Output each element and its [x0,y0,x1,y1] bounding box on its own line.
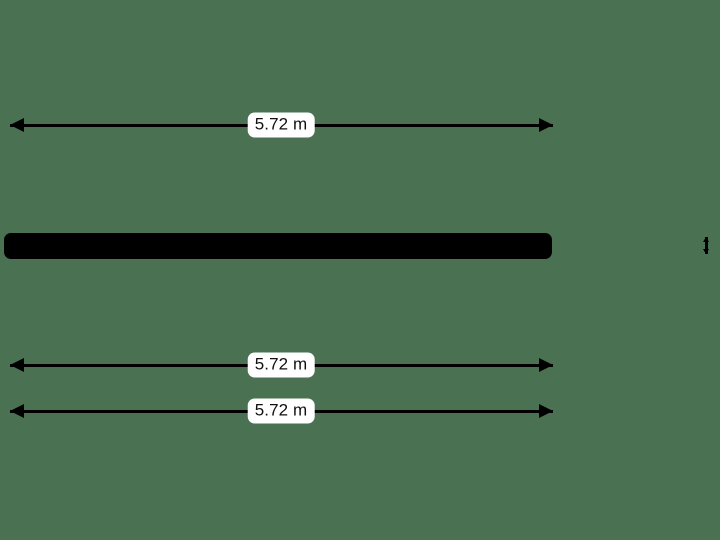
bottom-dimension: 5.72 m [10,398,553,424]
arrowhead-left-icon [10,118,24,132]
dimension-label: 5.72 m [247,398,315,424]
arrowhead-right-icon [539,358,553,372]
dimension-label: 5.72 m [247,112,315,138]
thickness-dimension-marker [703,236,709,254]
dimension-line [704,236,708,254]
arrowhead-left-icon [10,358,24,372]
top-dimension: 5.72 m [10,112,553,138]
middle-dimension: 5.72 m [10,352,553,378]
arrowhead-up-icon [703,236,709,242]
arrowhead-down-icon [703,248,709,254]
arrowhead-right-icon [539,118,553,132]
measured-object-bar [4,233,552,259]
dimension-label: 5.72 m [247,352,315,378]
arrowhead-right-icon [539,404,553,418]
arrowhead-left-icon [10,404,24,418]
